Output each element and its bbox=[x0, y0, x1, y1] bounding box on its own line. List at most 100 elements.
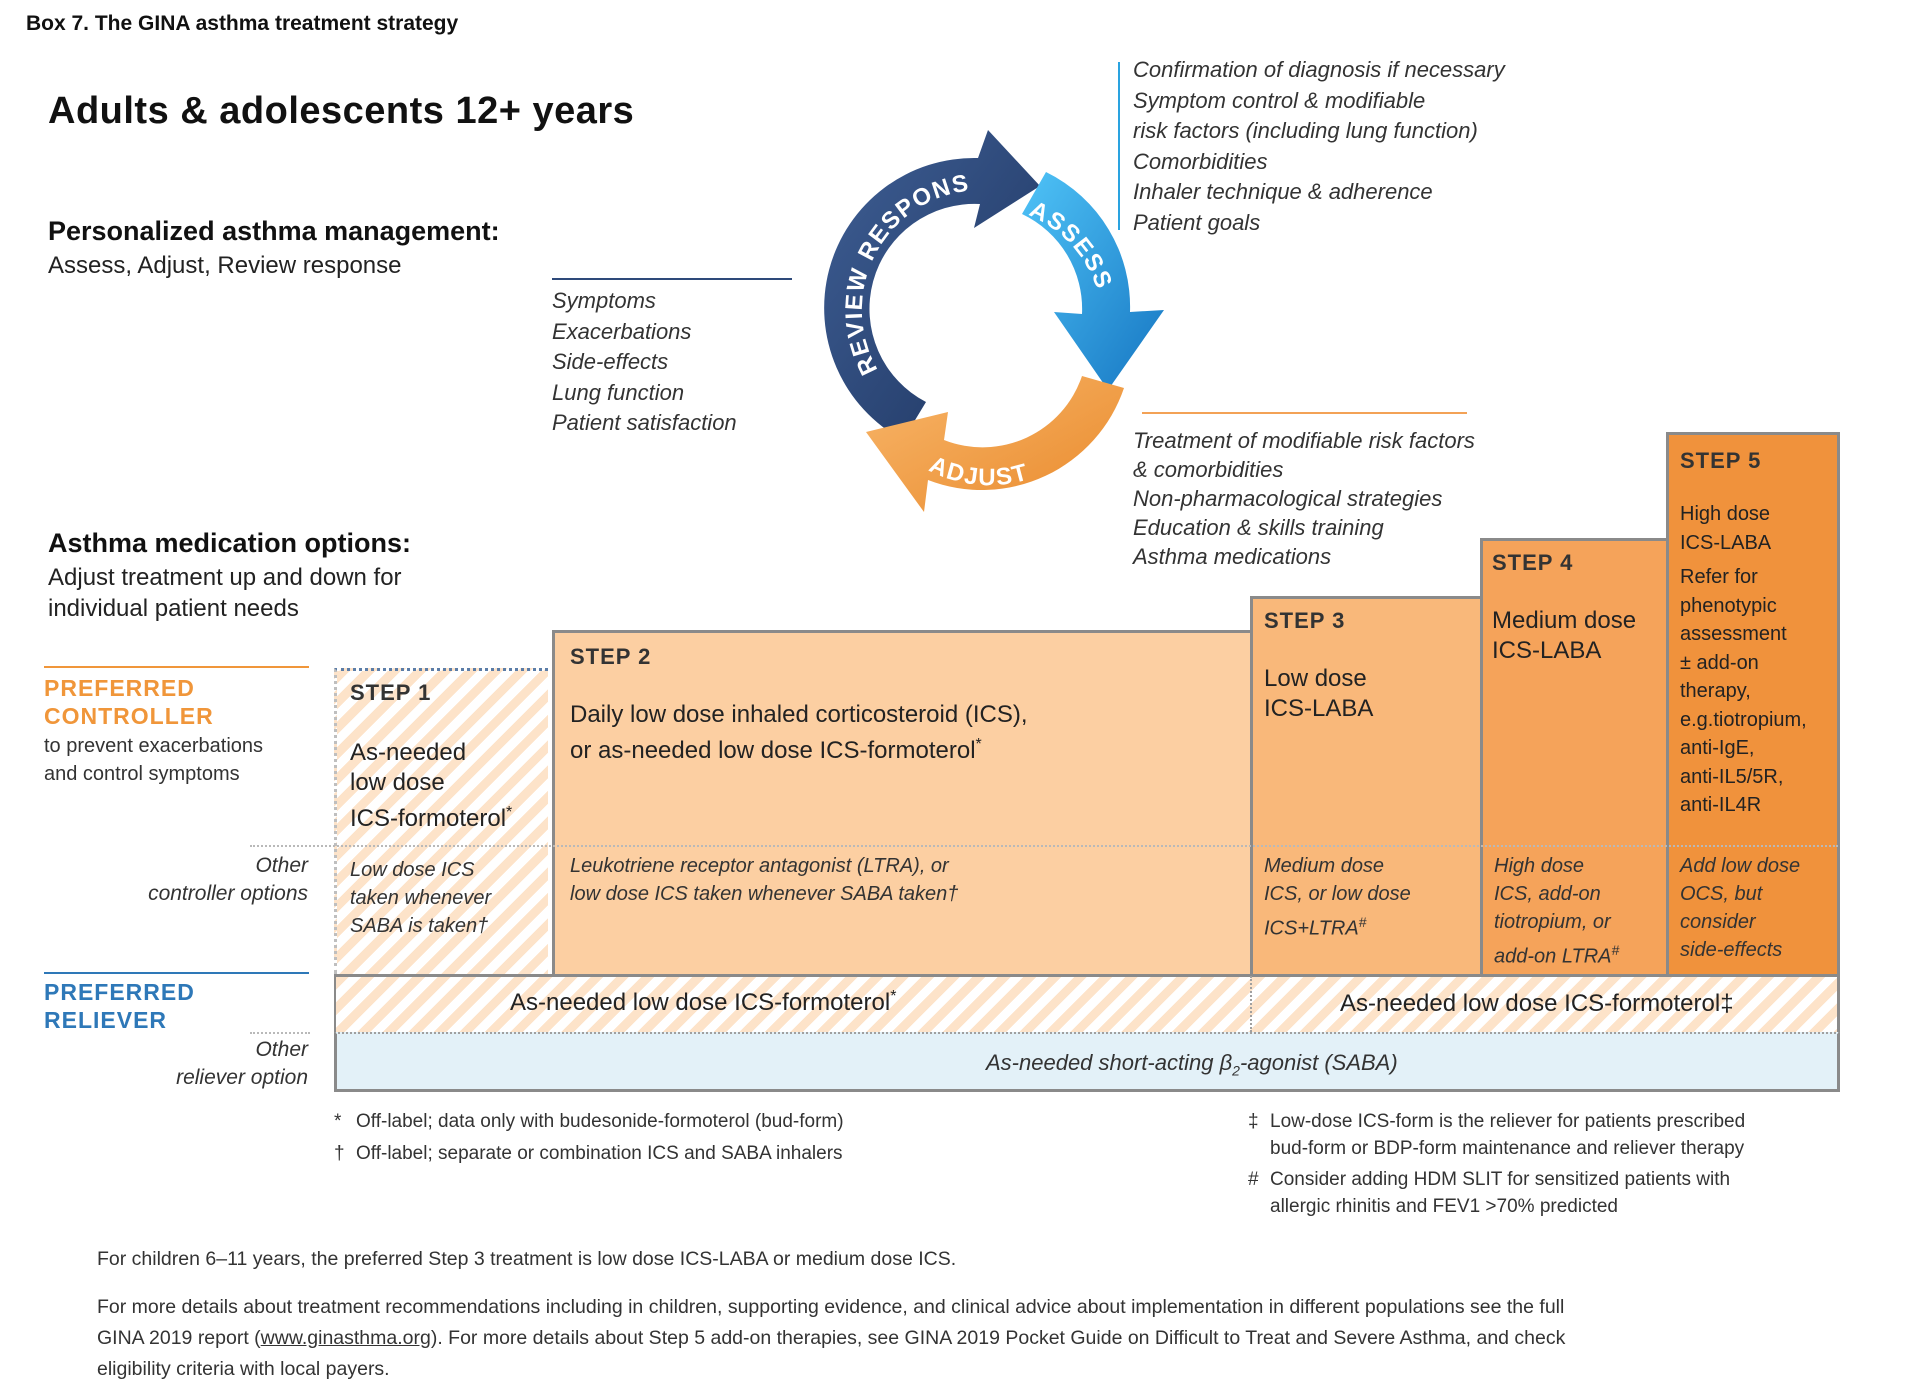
step-5-preferred-line: assessment bbox=[1680, 623, 1787, 645]
personalized-heading: Personalized asthma management: bbox=[48, 216, 500, 246]
step-3-other-line: ICS+LTRA# bbox=[1264, 908, 1411, 943]
step-4-preferred: Medium dose ICS-LABA bbox=[1492, 606, 1636, 666]
footer-details: For more details about treatment recomme… bbox=[97, 1292, 1565, 1385]
step-4-other-text: add-on LTRA bbox=[1494, 945, 1612, 968]
review-item: Lung function bbox=[552, 379, 685, 405]
adjust-item: Non-pharmacological strategies bbox=[1133, 486, 1443, 511]
adjust-item: Asthma medications bbox=[1133, 544, 1332, 569]
assess-items: Confirmation of diagnosis if necessary S… bbox=[1133, 55, 1505, 238]
medication-subtitle-line: individual patient needs bbox=[48, 595, 299, 622]
step-2-title: STEP 2 bbox=[570, 644, 652, 669]
controller-rule bbox=[44, 666, 309, 668]
footnote-mark: † bbox=[477, 915, 489, 937]
reliever-left-text: As-needed low dose ICS-formoterol bbox=[510, 989, 891, 1016]
step-3-preferred-line: Low dose bbox=[1264, 665, 1367, 692]
medication-subtitle: Adjust treatment up and down for individ… bbox=[48, 562, 402, 624]
note-text: Off-label; separate or combination ICS a… bbox=[356, 1143, 843, 1164]
step-4-other-line: High dose bbox=[1494, 855, 1585, 877]
box-label: Box 7. The GINA asthma treatment strateg… bbox=[26, 12, 459, 35]
adjust-item: & comorbidities bbox=[1133, 457, 1284, 482]
step-2-other: Leukotriene receptor antagonist (LTRA), … bbox=[570, 852, 958, 908]
review-item: Patient satisfaction bbox=[552, 410, 737, 435]
step-3-panel bbox=[1250, 596, 1480, 974]
gina-link[interactable]: www.ginasthma.org bbox=[260, 1327, 431, 1349]
step-5-panel bbox=[1666, 432, 1840, 974]
step-2-panel bbox=[552, 630, 1250, 974]
preferred-reliever-label: PREFERRED RELIEVER bbox=[44, 978, 195, 1034]
reliever-divider bbox=[1250, 976, 1252, 1032]
adjust-items: Treatment of modifiable risk factors & c… bbox=[1133, 426, 1475, 571]
step-2-preferred: Daily low dose inhaled corticosteroid (I… bbox=[570, 700, 1028, 766]
step-5-preferred-line: anti-IL4R bbox=[1680, 794, 1762, 816]
step-1-preferred-line: As-needed bbox=[350, 739, 467, 766]
assess-item: Confirmation of diagnosis if necessary bbox=[1133, 57, 1505, 82]
notes-left: *Off-label; data only with budesonide-fo… bbox=[334, 1108, 844, 1168]
other-controller-line: Other bbox=[255, 854, 308, 877]
controller-row-divider bbox=[250, 845, 1838, 847]
preferred-reliever-label-line: PREFERRED bbox=[44, 979, 195, 1005]
step-5-preferred-line: therapy, bbox=[1680, 680, 1751, 702]
other-controller-line: controller options bbox=[148, 882, 308, 905]
saba-text-pre: As-needed short-acting β bbox=[986, 1050, 1233, 1075]
step-4-preferred-line: ICS-LABA bbox=[1492, 637, 1602, 664]
personalized-subtitle: Assess, Adjust, Review response bbox=[48, 252, 402, 279]
footnote-mark: * bbox=[890, 988, 897, 1005]
footnote-mark: ‡ bbox=[1720, 990, 1734, 1017]
footnote-mark: # bbox=[1358, 914, 1367, 930]
other-controller-label: Other controller options bbox=[148, 852, 308, 908]
step-5-other: Add low dose OCS, but consider side-effe… bbox=[1680, 852, 1800, 964]
step-5-other-line: consider bbox=[1680, 911, 1756, 933]
reliever-rule bbox=[44, 972, 309, 974]
footer-text: GINA 2019 report ( bbox=[97, 1327, 261, 1349]
step-2-other-line: Leukotriene receptor antagonist (LTRA), … bbox=[570, 855, 949, 877]
saba-sub: 2 bbox=[1232, 1062, 1240, 1079]
assess-connector-line bbox=[1118, 62, 1120, 230]
note-row: # Consider adding HDM SLIT for sensitize… bbox=[1248, 1166, 1745, 1220]
note-row: *Off-label; data only with budesonide-fo… bbox=[334, 1108, 844, 1136]
footer-details-line: GINA 2019 report (www.ginasthma.org). Fo… bbox=[97, 1323, 1565, 1354]
review-items: Symptoms Exacerbations Side-effects Lung… bbox=[552, 286, 737, 439]
footer-text: ). For more details about Step 5 add-on … bbox=[430, 1327, 1566, 1349]
step-4-other-line: tiotropium, or bbox=[1494, 911, 1611, 933]
adjust-item: Education & skills training bbox=[1133, 515, 1384, 540]
preferred-controller-sub: to prevent exacerbations and control sym… bbox=[44, 732, 263, 788]
preferred-controller-label: PREFERRED CONTROLLER bbox=[44, 674, 214, 730]
review-connector-line bbox=[552, 278, 792, 280]
step-5-preferred-line: anti-IL5/5R, bbox=[1680, 765, 1784, 788]
step-1-other: Low dose ICS taken whenever SABA is take… bbox=[350, 856, 491, 940]
review-item: Exacerbations bbox=[552, 318, 692, 344]
medication-heading: Asthma medication options: bbox=[48, 528, 412, 558]
footnote-mark: * bbox=[506, 804, 513, 821]
cycle-diagram: REVIEW RESPONSE ASSESS ADJUST bbox=[778, 120, 1164, 512]
step-4-other: High dose ICS, add-on tiotropium, or add… bbox=[1494, 852, 1619, 971]
adjust-arrow bbox=[866, 376, 1124, 512]
footer-details-line: For more details about treatment recomme… bbox=[97, 1296, 1565, 1318]
assess-item: Patient goals bbox=[1133, 209, 1261, 235]
saba-text-post: -agonist (SABA) bbox=[1239, 1050, 1398, 1075]
step-5-preferred-line: phenotypic bbox=[1680, 594, 1777, 617]
note-mark: # bbox=[1248, 1169, 1259, 1190]
step-1-other-line: SABA is taken† bbox=[350, 912, 491, 940]
step-5-other-line: Add low dose bbox=[1680, 855, 1801, 877]
notes-right: ‡ Low-dose ICS-form is the reliever for … bbox=[1248, 1108, 1745, 1220]
step-1-preferred-text: ICS-formoterol bbox=[350, 805, 507, 832]
preferred-reliever-label-line: RELIEVER bbox=[44, 1007, 168, 1033]
step-5-preferred: High dose ICS-LABA Refer for phenotypic … bbox=[1680, 500, 1807, 820]
step-3-preferred-line: ICS-LABA bbox=[1264, 695, 1374, 722]
step-5-preferred-line: e.g.tiotropium, bbox=[1680, 708, 1807, 731]
other-reliever-line: reliever option bbox=[176, 1066, 308, 1089]
review-item: Symptoms bbox=[552, 288, 656, 313]
step-4-title: STEP 4 bbox=[1492, 550, 1574, 575]
step-4-other-line: add-on LTRA# bbox=[1494, 936, 1619, 971]
other-reliever-rule bbox=[250, 1032, 310, 1034]
step-5-other-line: OCS, but bbox=[1680, 883, 1763, 905]
step-4-other-line: ICS, add-on bbox=[1494, 883, 1601, 905]
note-text: Consider adding HDM SLIT for sensitized … bbox=[1270, 1169, 1731, 1190]
note-row: †Off-label; separate or combination ICS … bbox=[334, 1140, 844, 1168]
step-3-other: Medium dose ICS, or low dose ICS+LTRA# bbox=[1264, 852, 1411, 943]
assess-item: Inhaler technique & adherence bbox=[1133, 179, 1433, 204]
step-5-preferred-line: High dose bbox=[1680, 503, 1771, 525]
footnote-mark: # bbox=[1611, 942, 1620, 958]
saba-text: As-needed short-acting β2-agonist (SABA) bbox=[986, 1050, 1398, 1078]
medication-subtitle-line: Adjust treatment up and down for bbox=[48, 564, 402, 591]
